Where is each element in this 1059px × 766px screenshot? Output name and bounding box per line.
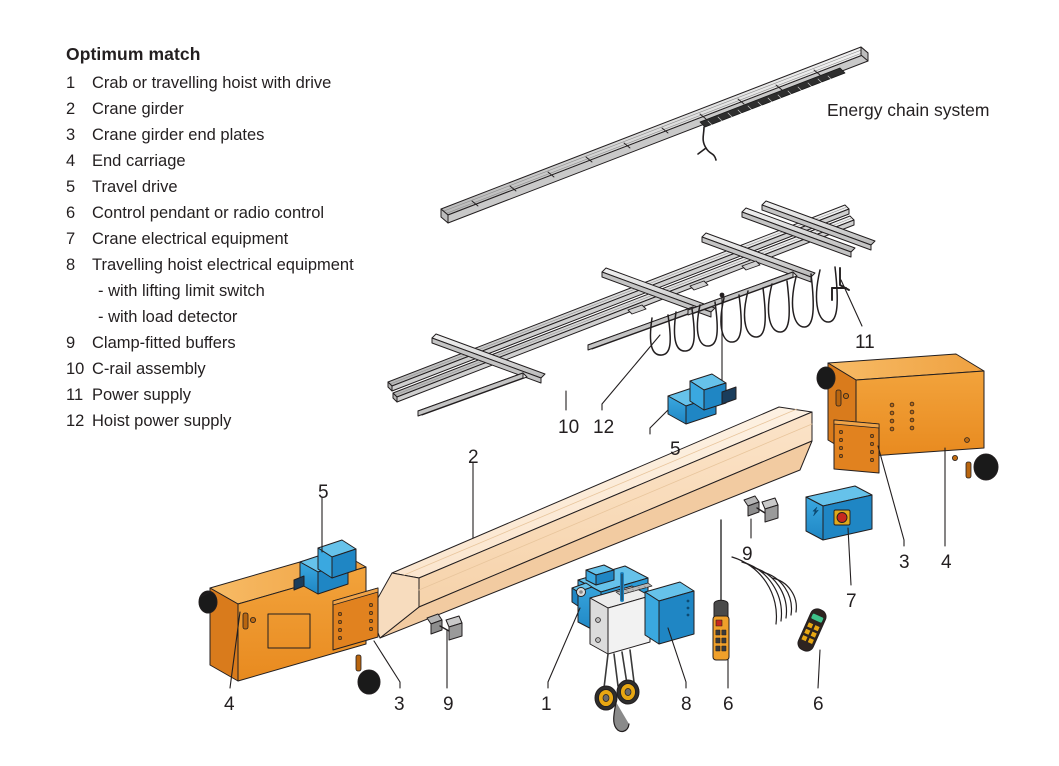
- legend-item-number: 1: [66, 74, 76, 92]
- legend-item-number: 2: [66, 100, 76, 118]
- legend-item: - with load detector: [66, 304, 486, 330]
- callout-number: 7: [846, 591, 857, 612]
- radio-control: [731, 556, 827, 652]
- legend-item-label: Crane electrical equipment: [92, 230, 289, 248]
- legend-item-number: 8: [66, 256, 76, 274]
- legend-item: - with lifting limit switch: [66, 278, 486, 304]
- legend-item-label: Crab or travelling hoist with drive: [92, 74, 332, 92]
- callout-number: 11: [855, 332, 875, 353]
- callout-number: 9: [742, 544, 753, 565]
- travel-drive-right: [667, 373, 737, 425]
- legend-item: 12 Hoist power supply: [66, 408, 486, 434]
- legend-item: 2 Crane girder: [66, 96, 486, 122]
- callout-number: 2: [468, 447, 479, 468]
- legend-item-label: Control pendant or radio control: [92, 204, 325, 222]
- travel-drive-left: [293, 539, 357, 595]
- callout-number: 5: [318, 482, 329, 503]
- clamp-buffer-left: [426, 613, 463, 641]
- legend-item-label: Power supply: [92, 386, 192, 404]
- callout-number: 12: [593, 417, 615, 438]
- hook-block: [594, 679, 640, 733]
- radio-signal-waves: [731, 556, 797, 625]
- legend-item: 8 Travelling hoist electrical equipment: [66, 252, 486, 278]
- energy-chain-system-assembly: [440, 46, 869, 224]
- callout-number: 10: [558, 417, 580, 438]
- callout-number: 4: [224, 694, 235, 715]
- legend-item-number: 3: [66, 126, 76, 144]
- legend-title: Optimum match: [66, 44, 201, 64]
- legend-item-number: 7: [66, 230, 76, 248]
- callout-number: 5: [670, 439, 681, 460]
- energy-chain-system-label: Energy chain system: [827, 100, 990, 120]
- callout-number: 8: [681, 694, 692, 715]
- c-rail-cross-arms: [417, 200, 876, 417]
- end-plate-right: [833, 419, 880, 474]
- callout-number: 4: [941, 552, 952, 573]
- legend-item: 3 Crane girder end plates: [66, 122, 486, 148]
- legend-item-label: - with load detector: [98, 308, 238, 326]
- clamp-buffer-right: [743, 495, 779, 523]
- travelling-hoist-assembly: [571, 564, 695, 733]
- callout-number: 3: [899, 552, 910, 573]
- legend-item: 11 Power supply: [66, 382, 486, 408]
- festoon-cable-loops: [649, 266, 838, 356]
- control-pendant: [712, 519, 730, 661]
- legend-item: 1 Crab or travelling hoist with drive: [66, 70, 486, 96]
- legend-item: 10 C-rail assembly: [66, 356, 486, 382]
- legend-item-label: Travel drive: [92, 178, 178, 196]
- callout-number: 6: [723, 694, 734, 715]
- legend-item-number: 5: [66, 178, 76, 196]
- legend-panel: Optimum match 1 Crab or travelling hoist …: [66, 44, 486, 434]
- legend-item: 7 Crane electrical equipment: [66, 226, 486, 252]
- legend-item-label: Crane girder end plates: [92, 126, 265, 144]
- legend-item-number: 9: [66, 334, 76, 352]
- c-rail-assembly: [387, 200, 876, 417]
- legend-item: 5 Travel drive: [66, 174, 486, 200]
- legend-item-number: 4: [66, 152, 76, 170]
- crane-girder: [369, 406, 813, 639]
- legend-item-number: 10: [66, 360, 85, 378]
- power-supply-collector: [831, 267, 850, 301]
- legend-item-label: Clamp-fitted buffers: [92, 334, 236, 352]
- legend-item-label: Hoist power supply: [92, 412, 232, 430]
- end-plate-left: [332, 587, 379, 651]
- legend-item-number: 11: [66, 386, 84, 404]
- callout-number: 6: [813, 694, 824, 715]
- legend-item-number: 12: [66, 412, 85, 430]
- legend-item-number: 6: [66, 204, 76, 222]
- callout-number: 3: [394, 694, 405, 715]
- callout-number: 1: [541, 694, 552, 715]
- legend-item-label: C-rail assembly: [92, 360, 206, 378]
- end-carriage-left: [198, 550, 381, 695]
- legend-item-label: End carriage: [92, 152, 186, 170]
- legend-item: 6 Control pendant or radio control: [66, 200, 486, 226]
- legend-item-label: Crane girder: [92, 100, 184, 118]
- legend-item-label: - with lifting limit switch: [98, 282, 265, 300]
- leader-lines: [229, 279, 946, 689]
- legend-item-label: Travelling hoist electrical equipment: [92, 256, 354, 274]
- legend-item: 9 Clamp-fitted buffers: [66, 330, 486, 356]
- legend-item: 4 End carriage: [66, 148, 486, 174]
- crane-electrical-cabinet: [805, 485, 873, 541]
- callout-number: 9: [443, 694, 454, 715]
